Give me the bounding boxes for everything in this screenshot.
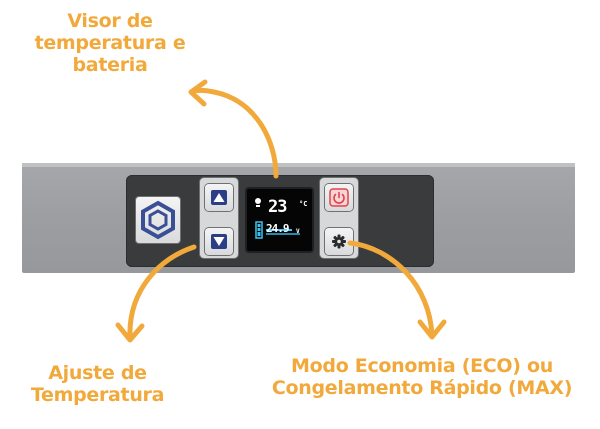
control-strip-edge bbox=[22, 163, 575, 167]
display-temperature: 23 bbox=[268, 197, 288, 217]
label-temperature-battery-display: Visor de temperatura e bateria bbox=[34, 10, 186, 76]
display-voltage-unit: V bbox=[296, 228, 300, 235]
power-button[interactable] bbox=[325, 184, 353, 211]
hexagon-logo-icon bbox=[141, 200, 175, 240]
triangle-up-icon bbox=[211, 190, 227, 205]
power-icon bbox=[329, 188, 349, 207]
temperature-up-button[interactable] bbox=[205, 184, 233, 211]
gear-icon bbox=[332, 234, 346, 249]
lcd-display bbox=[247, 189, 312, 251]
logo-badge bbox=[136, 197, 180, 243]
arrow-to-right-label bbox=[347, 240, 435, 339]
label-temperature-adjust: Ajuste de Temperatura bbox=[30, 362, 165, 406]
arrow-to-top-label bbox=[190, 87, 279, 179]
battery-icon bbox=[255, 221, 263, 239]
arrow-to-left-label bbox=[127, 244, 197, 341]
display-temperature-unit: °C bbox=[299, 200, 308, 208]
display-voltage: 24.9 bbox=[266, 222, 289, 235]
display-indicators bbox=[255, 198, 300, 239]
triangle-down-icon bbox=[211, 234, 227, 249]
temperature-down-button[interactable] bbox=[205, 228, 233, 255]
label-eco-max-mode: Modo Economia (ECO) ou Congelamento Rápi… bbox=[271, 355, 573, 399]
